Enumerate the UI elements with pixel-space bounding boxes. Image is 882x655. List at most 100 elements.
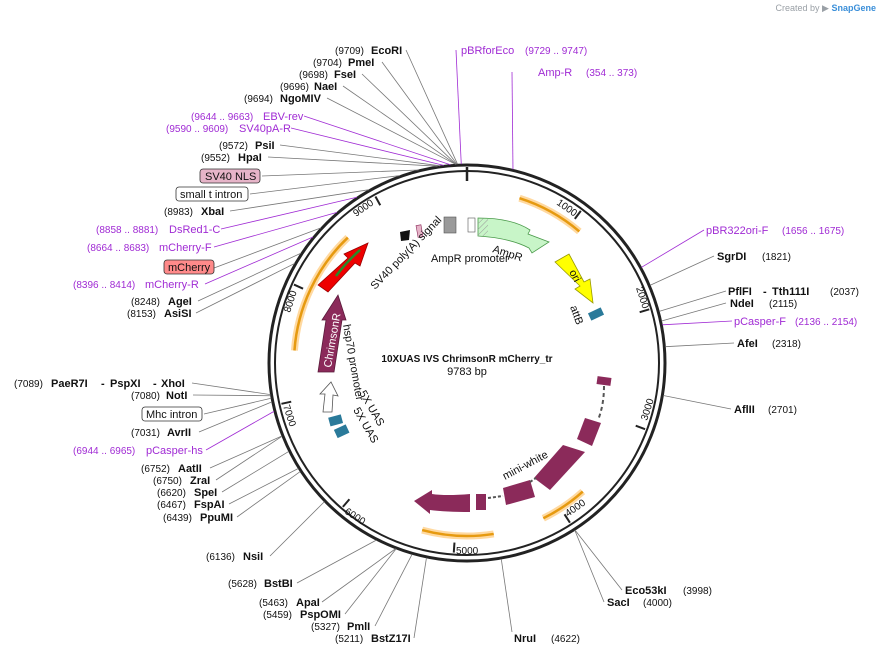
ampr-feature[interactable] (477, 217, 550, 254)
uas-feature-2[interactable] (333, 424, 350, 439)
site-name-xbai[interactable]: XbaI (201, 206, 224, 218)
tick-mark (374, 196, 382, 206)
chrimsonr-feature[interactable] (317, 294, 347, 373)
primer-name-sv40pa-r[interactable]: SV40pA-R (239, 123, 291, 135)
site-name-pmli[interactable]: PmlI (347, 621, 370, 633)
site-name-sep-2: - (153, 378, 157, 390)
primer-range: (9644 .. 9663) (191, 112, 253, 123)
leader-line (344, 548, 397, 615)
sv40-polya-feature[interactable] (400, 230, 410, 241)
left-site-labels: (9709) EcoRI (9704) PmeI (9698) FseI (96… (14, 45, 411, 645)
site-name-bstz17i[interactable]: BstZ17I (371, 633, 411, 645)
hsp70-label: hsp70 promoter (340, 323, 365, 401)
site-name-noti[interactable]: NotI (166, 390, 187, 402)
tick-mark (639, 308, 650, 314)
tick-mark (563, 513, 571, 524)
box-sv40-nls[interactable] (199, 168, 261, 184)
site-name-nsii[interactable]: NsiI (243, 551, 263, 563)
primer-name-mcherry-f[interactable]: mCherry-F (159, 242, 212, 254)
miniwhite-seg-4[interactable] (503, 480, 535, 505)
leader-line (413, 557, 427, 639)
attb-label: attB (567, 304, 585, 327)
leader-line (641, 229, 705, 268)
site-name-tth111i[interactable]: Tth111I (772, 286, 809, 298)
leader-line (296, 539, 377, 584)
ampr-promoter-feature[interactable] (443, 216, 457, 234)
box-mhc-intron[interactable] (141, 406, 203, 422)
site-name-paer7i[interactable]: PaeR7I (51, 378, 88, 390)
tick-label-2000: 2000 (633, 286, 650, 311)
site-pos: (4622) (551, 634, 580, 645)
site-pos: (8153) (127, 309, 156, 320)
miniwhite-seg-2[interactable] (577, 418, 601, 446)
site-name-afei[interactable]: AfeI (737, 338, 758, 350)
site-pos: (2037) (830, 287, 859, 298)
site-name-xhoi[interactable]: XhoI (161, 378, 185, 390)
site-name-ppumi[interactable]: PpuMI (200, 512, 233, 524)
uas-feature-1[interactable] (328, 414, 344, 427)
leader-line (213, 227, 322, 269)
leader-line (661, 302, 727, 322)
site-name-pspxi[interactable]: PspXI (110, 378, 141, 390)
site-name-saci[interactable]: SacI (607, 597, 630, 609)
site-name-zrai[interactable]: ZraI (190, 475, 210, 487)
miniwhite-seg-5[interactable] (476, 494, 486, 510)
miniwhite-seg-6[interactable] (414, 490, 470, 514)
site-name-avrii[interactable]: AvrII (167, 427, 191, 439)
ori-label: ori (566, 268, 582, 284)
box-small-t-intron[interactable] (175, 186, 249, 202)
primer-range: (8858 .. 8881) (96, 225, 158, 236)
tick-marks (281, 196, 650, 553)
miniwhite-seg-1[interactable] (596, 376, 612, 386)
site-name-pmei[interactable]: PmeI (348, 57, 374, 69)
site-name-nrui[interactable]: NruI (514, 633, 536, 645)
site-name-apai[interactable]: ApaI (296, 597, 320, 609)
site-name-fspai[interactable]: FspAI (194, 499, 225, 511)
site-pos: (5459) (263, 610, 292, 621)
leader-line (511, 71, 514, 170)
primer-name-pcasper-f[interactable]: pCasper-F (734, 316, 786, 328)
box-mcherry[interactable] (163, 259, 215, 275)
site-name-hpai[interactable]: HpaI (238, 152, 262, 164)
boxed-feature-labels: SV40 NLS small t intron mCherry Mhc intr… (141, 168, 261, 422)
attb-feature[interactable] (587, 307, 605, 321)
ori-feature[interactable] (554, 253, 594, 304)
site-name-fsei[interactable]: FseI (334, 69, 356, 81)
credit-brand: SnapGene (831, 3, 876, 13)
site-name-agei[interactable]: AgeI (168, 296, 192, 308)
site-name-asisi[interactable]: AsiSI (164, 308, 192, 320)
site-name-eco53ki[interactable]: Eco53kI (625, 585, 667, 597)
site-name-pspomi[interactable]: PspOMI (300, 609, 341, 621)
primer-name-mcherry-r[interactable]: mCherry-R (145, 279, 199, 291)
leader-line (229, 189, 370, 212)
primer-name-dsred1-c[interactable]: DsRed1-C (169, 224, 220, 236)
site-name-aflii[interactable]: AflII (734, 404, 755, 416)
site-name-ngomiv[interactable]: NgoMIV (280, 93, 322, 105)
primer-name-pcasper-hs[interactable]: pCasper-hs (146, 445, 203, 457)
right-site-labels: SgrDI (1821) PflFI - Tth111I (2037) NdeI… (514, 251, 859, 645)
site-name-ndei[interactable]: NdeI (730, 298, 754, 310)
site-name-ecori[interactable]: EcoRI (371, 45, 402, 57)
primer-name-amp-r[interactable]: Amp-R (538, 67, 572, 79)
site-name-sgrdi[interactable]: SgrDI (717, 251, 746, 263)
leader-line (195, 263, 295, 314)
primer-name-ebv-rev[interactable]: EBV-rev (263, 111, 304, 123)
leader-line (203, 397, 272, 415)
box-label-mcherry: mCherry (168, 262, 211, 274)
primer-name-pbr322ori-f[interactable]: pBR322ori-F (706, 225, 769, 237)
site-pos: (8983) (164, 207, 193, 218)
site-pos: (6752) (141, 464, 170, 475)
site-name-psii[interactable]: PsiI (255, 140, 275, 152)
site-name-aatii[interactable]: AatII (178, 463, 202, 475)
hsp70-promoter-feature[interactable] (319, 381, 339, 413)
site-name-bstbi[interactable]: BstBI (264, 578, 293, 590)
leader-line (662, 320, 733, 326)
site-name-naei[interactable]: NaeI (314, 81, 337, 93)
site-name-pflfi[interactable]: PflFI (728, 286, 752, 298)
primer-name-pbrforeco[interactable]: pBRforEco (461, 45, 514, 57)
site-name-spei[interactable]: SpeI (194, 487, 217, 499)
leader-line (213, 211, 338, 248)
miniwhite-seg-3[interactable] (534, 445, 585, 490)
tick-mark (574, 210, 582, 220)
